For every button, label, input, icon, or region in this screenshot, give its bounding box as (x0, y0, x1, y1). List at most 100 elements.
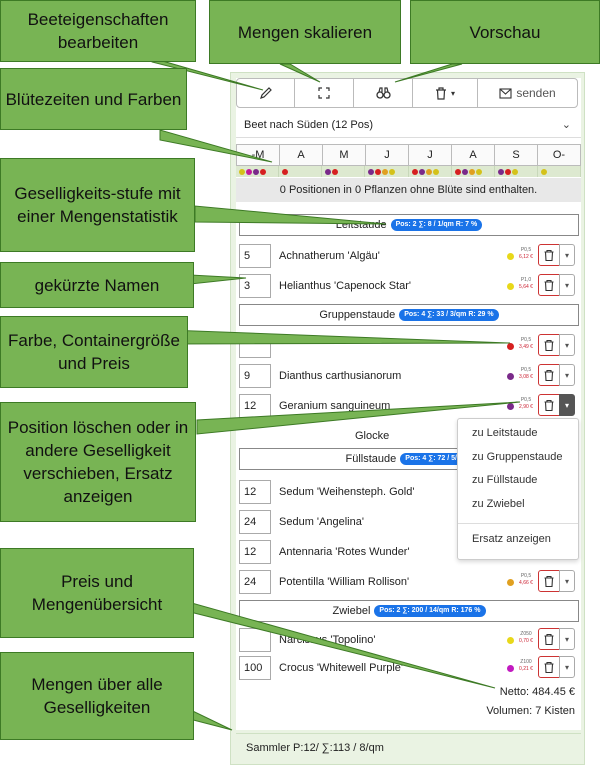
bloom-dot (475, 168, 482, 175)
mail-icon (499, 87, 512, 99)
toolbar: ▾ senden (236, 78, 581, 108)
trash-icon (544, 249, 554, 261)
callout-color-container-price: Farbe, Containergröße und Preis (0, 316, 188, 388)
plant-name: Sedum 'Weihensteph. Gold' (279, 486, 415, 498)
plant-name: Antennaria 'Rotes Wunder' (279, 546, 410, 558)
callout-bloom-times: Blütezeiten und Farben (0, 68, 187, 130)
trash-icon (435, 86, 446, 100)
callout-preview: Vorschau (410, 0, 600, 64)
month-cell: J (409, 144, 452, 166)
quantity-input[interactable]: 12 (239, 480, 271, 504)
callout-sociability: Geselligkeits-stufe mit einer Mengenstat… (0, 158, 195, 252)
callout-price-overview: Preis und Mengenübersicht (0, 548, 194, 638)
trash-icon (544, 339, 554, 351)
plant-name: Achnatherum 'Algäu' (279, 250, 380, 262)
callout-total-quantities: Mengen über alle Geselligkeiten (0, 652, 194, 740)
quantity-input[interactable]: 12 (239, 394, 271, 418)
move-dropdown-button[interactable]: ▾ (559, 394, 575, 416)
scale-button[interactable] (294, 78, 354, 108)
bloom-dot (425, 168, 432, 175)
move-dropdown-button[interactable]: ▾ (559, 244, 575, 266)
group-header-leitstaude: Leitstaude Pos: 2 ∑: 8 / 1/qm R: 7 % (239, 214, 579, 236)
month-cell: A (280, 144, 323, 166)
move-dropdown-button[interactable]: ▾ (559, 656, 575, 678)
quantity-input[interactable]: 5 (239, 244, 271, 268)
bloom-dot (432, 168, 439, 175)
plant-name: Helianthus 'Capenock Star' (279, 280, 411, 292)
move-dropdown-button[interactable]: ▾ (559, 334, 575, 356)
bloom-dot (389, 168, 396, 175)
move-dropdown-button[interactable]: ▾ (559, 628, 575, 650)
send-label: senden (516, 86, 556, 100)
trash-icon (544, 369, 554, 381)
quantity-input[interactable]: 3 (239, 274, 271, 298)
quantity-input[interactable]: 12 (239, 540, 271, 564)
month-header: -M A M J J A S O- (236, 144, 581, 166)
bed-select[interactable]: Beet nach Süden (12 Pos) ⌄ (236, 112, 581, 138)
menu-divider (458, 523, 578, 524)
month-cell: O- (538, 144, 581, 166)
bloom-dot (253, 168, 259, 175)
menu-item-leitstaude[interactable]: zu Leitstaude (472, 427, 538, 439)
bloom-dot (368, 168, 375, 175)
quantity-input[interactable]: 24 (239, 570, 271, 594)
quantity-input[interactable]: 9 (239, 364, 271, 388)
callout-short-names: gekürzte Namen (0, 262, 194, 308)
bloom-month-cell (452, 166, 495, 177)
bloom-color-row (236, 166, 581, 177)
group-stats-badge: Pos: 2 ∑: 8 / 1/qm R: 7 % (390, 219, 483, 231)
bloom-month-cell (279, 166, 323, 177)
menu-item-replacement[interactable]: Ersatz anzeigen (472, 533, 551, 545)
plant-row: Glocke (239, 424, 579, 448)
net-total: Netto: 484.45 € (499, 686, 575, 698)
menu-item-zwiebel[interactable]: zu Zwiebel (472, 498, 525, 510)
move-dropdown-button[interactable]: ▾ (559, 570, 575, 592)
bloom-dot (246, 168, 252, 175)
delete-bed-button[interactable]: ▾ (412, 78, 478, 108)
delete-position-button[interactable] (538, 274, 560, 296)
plant-name: Dianthus carthusianorum (279, 370, 402, 382)
menu-item-gruppenstaude[interactable]: zu Gruppenstaude (472, 451, 563, 463)
bloom-dot (325, 168, 332, 175)
move-dropdown-button[interactable]: ▾ (559, 364, 575, 386)
group-label: Füllstaude (345, 453, 397, 465)
bloom-color-dot (507, 343, 514, 350)
bloom-dot (540, 168, 547, 175)
move-dropdown-button[interactable]: ▾ (559, 274, 575, 296)
callout-scale-quantities: Mengen skalieren (209, 0, 401, 64)
month-cell: S (495, 144, 538, 166)
month-cell: -M (236, 144, 280, 166)
bloom-dot (461, 168, 468, 175)
bloom-dot (468, 168, 475, 175)
delete-position-button[interactable] (538, 394, 560, 416)
group-label: Gruppenstaude (319, 309, 396, 321)
send-button[interactable]: senden (477, 78, 578, 108)
quantity-input[interactable]: 24 (239, 510, 271, 534)
plant-name: Crocus 'Whitewell Purple' (279, 662, 404, 674)
group-header-zwiebel: Zwiebel Pos: 2 ∑: 200 / 14/qm R: 176 % (239, 600, 579, 622)
chevron-down-icon: ⌄ (561, 119, 571, 131)
no-bloom-info: 0 Positionen in 0 Pflanzen ohne Blüte si… (236, 178, 581, 202)
plant-name: Sedum 'Angelina' (279, 516, 364, 528)
quantity-input[interactable]: 100 (239, 656, 271, 680)
bloom-color-dot (507, 637, 514, 644)
edit-button[interactable] (236, 78, 295, 108)
bloom-dot (411, 168, 418, 175)
bloom-color-dot (507, 403, 514, 410)
bloom-dot (504, 168, 511, 175)
menu-item-fuellstaude[interactable]: zu Füllstaude (472, 474, 538, 486)
bloom-color-dot (507, 253, 514, 260)
plant-name: Potentilla 'William Rollison' (279, 576, 410, 588)
bloom-dot (282, 168, 289, 175)
trash-icon (544, 279, 554, 291)
